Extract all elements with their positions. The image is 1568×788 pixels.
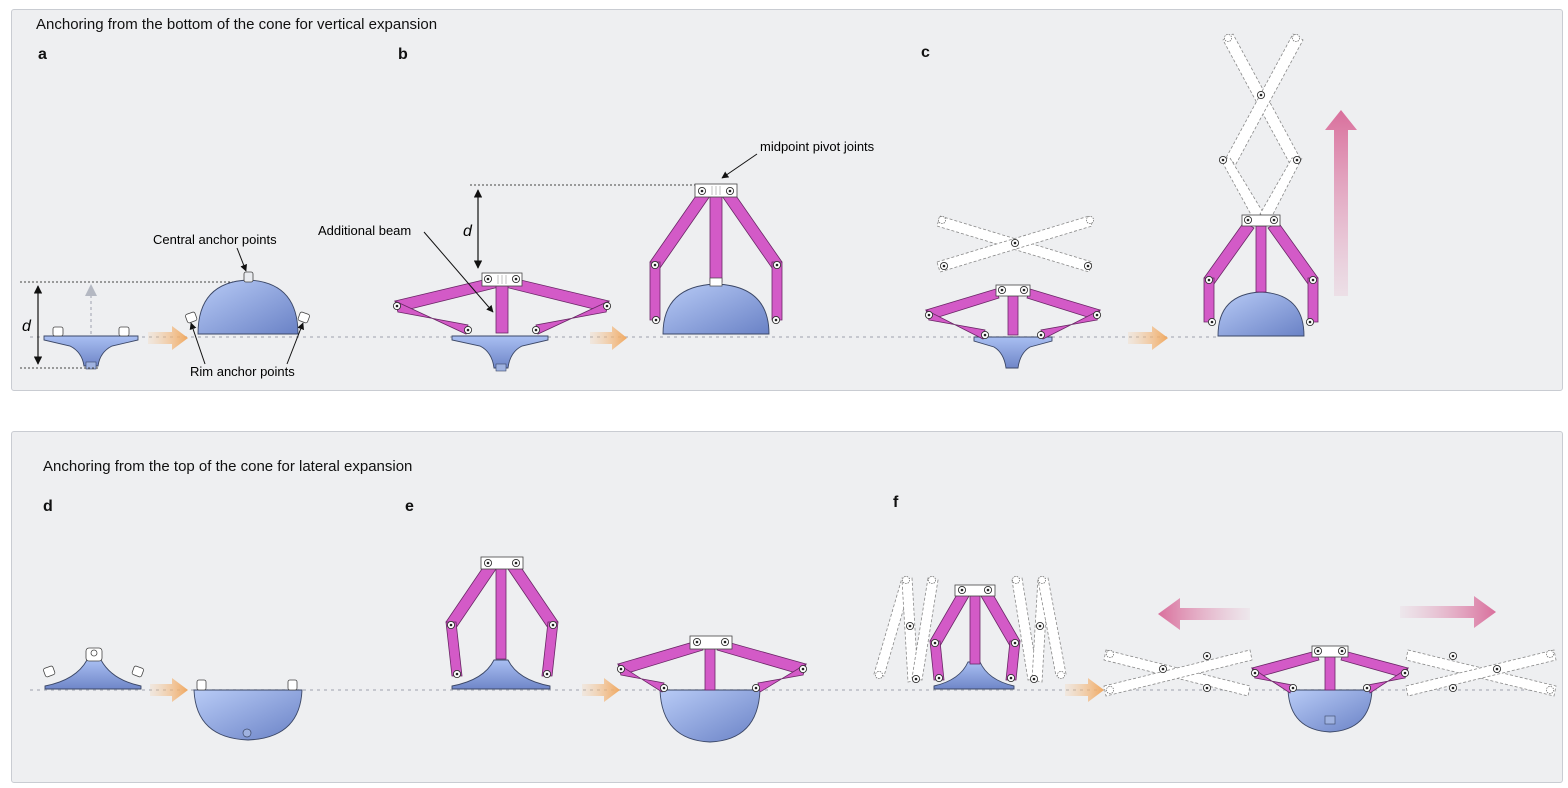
flow-arrow-icon: [1065, 678, 1104, 702]
additional-beam-label: Additional beam: [318, 223, 411, 238]
beam-annotations: Additional beam d midpoint pivot joints: [318, 139, 875, 313]
beam-mechanism-b-flat: [392, 272, 612, 372]
beam-mechanism-e-bowl: [616, 635, 808, 743]
panel-label-e: e: [405, 498, 414, 515]
lateral-expansion-right-arrow-icon: [1400, 596, 1496, 628]
height-label-b: d: [463, 223, 473, 240]
lateral-expansion-left-arrow-icon: [1158, 598, 1250, 630]
scissor-mechanism-f-cone: [873, 576, 1067, 690]
cone-flat-a: [43, 284, 139, 370]
scissor-mechanism-c-flat: [924, 215, 1102, 369]
rim-anchor-label: Rim anchor points: [190, 364, 295, 379]
flow-arrow-icon: [150, 678, 188, 702]
dome-a: [185, 271, 310, 335]
flow-arrow-icon: [582, 678, 620, 702]
panel-bottom-title: Anchoring from the top of the cone for l…: [43, 458, 413, 475]
cone-top-anchor-d: [43, 647, 144, 690]
flow-arrow-icon: [590, 326, 627, 350]
flow-arrow-icon: [1128, 326, 1168, 350]
scissor-mechanism-c-dome: [1203, 33, 1319, 337]
height-label-a: d: [22, 318, 32, 335]
panel-label-d: d: [43, 498, 53, 515]
panel-label-b: b: [398, 46, 408, 63]
panel-label-f: f: [893, 494, 899, 511]
beam-mechanism-e-cone: [445, 556, 559, 690]
anchor-annotations: Central anchor points Rim anchor points: [153, 232, 304, 379]
scissor-mechanism-f-bowl: [1103, 645, 1557, 733]
panel-top-title: Anchoring from the bottom of the cone fo…: [36, 16, 438, 33]
flow-arrow-icon: [148, 326, 188, 350]
central-anchor-label: Central anchor points: [153, 232, 277, 247]
panel-label-a: a: [38, 46, 47, 63]
midpoint-pivot-label: midpoint pivot joints: [760, 139, 875, 154]
vertical-expansion-arrow-icon: [1325, 110, 1357, 296]
height-dimension-a: d: [20, 281, 250, 369]
panel-label-c: c: [921, 44, 930, 61]
bowl-d: [193, 679, 303, 741]
beam-mechanism-b-dome: [649, 183, 783, 335]
